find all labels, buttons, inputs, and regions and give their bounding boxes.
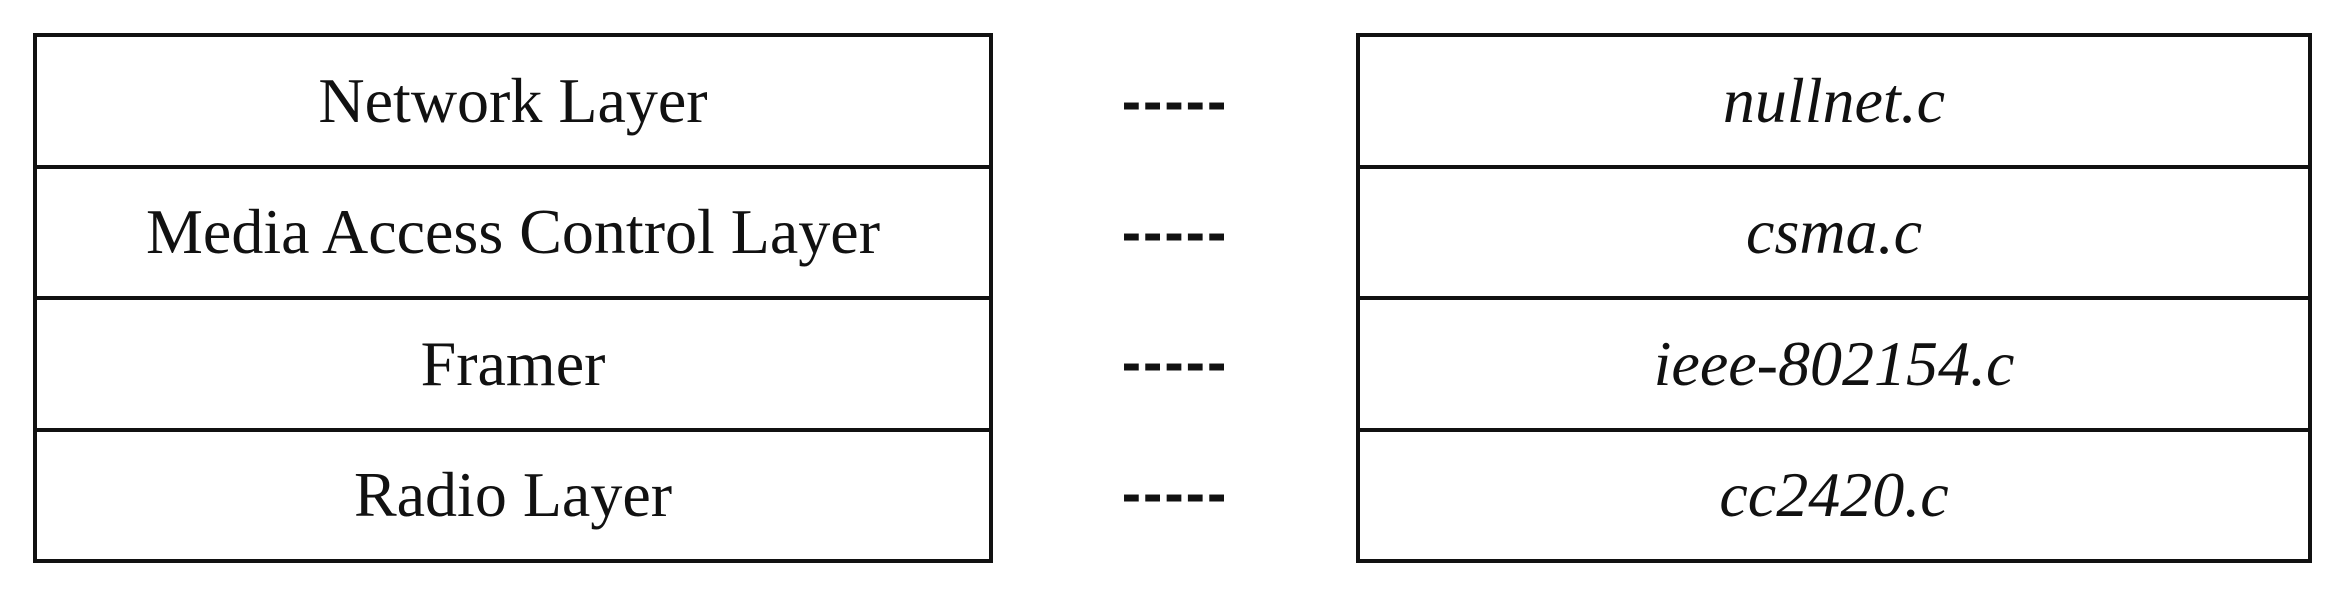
layer-network: Network Layer xyxy=(318,64,708,136)
layer-radio: Radio Layer xyxy=(37,427,989,560)
file-mac: csma.c xyxy=(1360,164,2308,297)
connector-framer: ----- xyxy=(1121,330,1229,396)
layer-framer: Framer xyxy=(37,296,989,428)
connector-radio: ----- xyxy=(1121,460,1229,526)
file-network: nullnet.c xyxy=(1722,64,1946,136)
layer-stack: Network Layer Media Access Control Layer… xyxy=(33,33,993,563)
layer-mac: Media Access Control Layer xyxy=(37,164,989,297)
connector-column: ----- ----- ----- ----- xyxy=(1000,37,1350,559)
file-stack: nullnet.c csma.c ieee-802154.c cc2420.c xyxy=(1356,33,2312,563)
connector-network: ----- xyxy=(1121,69,1229,135)
file-radio: cc2420.c xyxy=(1360,427,2308,560)
file-framer: ieee-802154.c xyxy=(1360,296,2308,428)
connector-mac: ----- xyxy=(1121,199,1229,265)
